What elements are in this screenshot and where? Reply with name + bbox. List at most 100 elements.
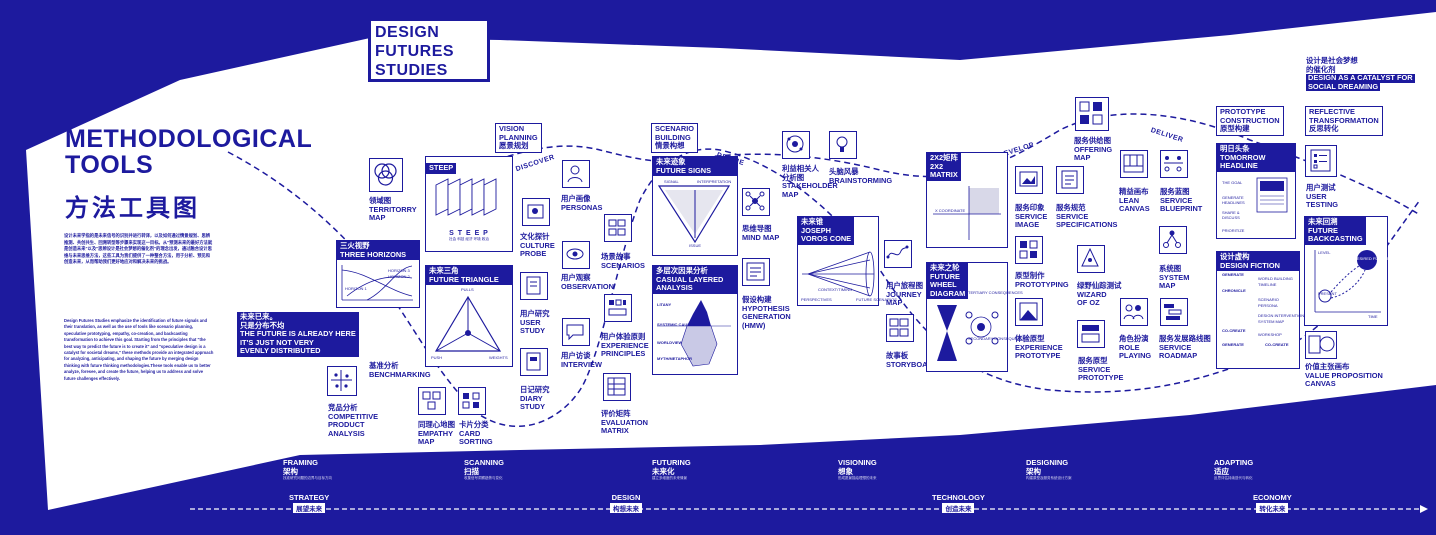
label-line: 三火视野 [340, 241, 370, 250]
voros-cone-card: 未来锥 JOSEPH VOROS CONE [797, 216, 879, 306]
label-line: PROTOTYPING [1015, 279, 1069, 289]
label-line: SCENARIO [655, 124, 695, 133]
stage-adapting: ADAPTING 适应 反思评估持续迭代与转化 [1214, 458, 1254, 481]
label-line: SERVICE [1056, 211, 1089, 221]
label-line: 反思转化 [1309, 124, 1339, 134]
wheel-secondary-label: SECONDARY CONSEQUENCES [968, 336, 1029, 341]
backcast-present-label: PRESENT [1318, 291, 1337, 296]
future-signs-header: 未来迹象 FUTURE SIGNS [653, 157, 737, 177]
steep-header: STEEP [426, 163, 457, 174]
future-wheel-header: 未来之轮 FUTURE WHEEL DIAGRAM [927, 263, 969, 300]
scenarios-icon [604, 214, 632, 242]
label-line: VOROS CONE [801, 234, 852, 244]
wizard-of-oz-label: 绿野仙踪测试 WIZARD OF OZ [1077, 281, 1122, 308]
iceberg-icon [657, 299, 731, 367]
timeline-strategy: STRATEGY 展望未来 [289, 493, 329, 513]
label-line: MIND MAP [742, 232, 780, 242]
page-title: METHODOLOGICAL TOOLS [65, 126, 312, 178]
label-line: SYSTEM [1159, 272, 1190, 282]
label-line: REFLECTIVE [1309, 107, 1355, 116]
newspaper-icon [1256, 177, 1288, 213]
label-line: BENCHMARKING [369, 369, 431, 379]
wheel-tertiary-label: TERTIARY CONSEQUENCES [968, 290, 1023, 295]
label-line: SERVICE [1015, 211, 1048, 221]
signs-signal-label: SIGNAL [664, 179, 679, 184]
label-line: MAP [1074, 153, 1091, 163]
service-spec-label: 服务规范 SERVICE SPECIFICATIONS [1056, 203, 1118, 230]
label-line: 绿野仙踪测试 [1077, 281, 1122, 290]
label-line: PROTOTYPE [1078, 373, 1124, 383]
scenario-building-tag: SCENARIO BUILDING 情景构想 [651, 123, 699, 153]
funnel-diagram-icon [657, 185, 731, 244]
service-prototype-label: 服务原型 SERVICE PROTOTYPE [1078, 356, 1124, 383]
label-line: 服务规范 [1056, 203, 1086, 212]
label-line: INTERVIEW [561, 359, 602, 369]
timeline-technology: TECHNOLOGY 创造未来 [932, 493, 985, 513]
stage-en: ADAPTING [1214, 458, 1254, 467]
label-line: 的催化剂 [1306, 64, 1336, 74]
label-line: EMPATHY [418, 428, 454, 438]
triangle-push-label: PUSH [431, 355, 443, 360]
stage-en: FUTURING [652, 458, 691, 467]
interview-icon [562, 318, 590, 346]
tomorrow-headline-header: 明日头条 TOMORROW HEADLINE [1217, 144, 1295, 172]
experience-principles-label: 用户体验原则 EXPERIENCE PRINCIPLES [601, 332, 649, 359]
service-spec-icon [1056, 166, 1084, 194]
design-fiction-card: 设计虚构 DESIGN FICTION [1216, 251, 1300, 369]
personas-label: 用户画像 PERSONAS [561, 194, 602, 212]
label-line: SERVICE [1159, 342, 1192, 352]
experience-prototype-label: 体验原型 EXPERIENCE PROTOTYPE [1015, 334, 1063, 361]
label-line: DESIGN AS A CATALYST FOR [1306, 73, 1415, 83]
label-line: PRINCIPLES [601, 349, 646, 359]
label-line: 场景故事 [601, 252, 631, 261]
label-line: EVALUATION [601, 417, 648, 427]
label-line: DESIGN FICTION [1220, 260, 1280, 270]
label-line: 价值主张画布 [1305, 362, 1350, 371]
label-line: MAP [418, 437, 435, 447]
wheel-diagram-icon [937, 304, 999, 361]
role-playing-label: 角色扮演 ROLE PLAYING [1119, 334, 1151, 361]
diary-study-label: 日记研究 DIARY STUDY [520, 385, 550, 412]
stage-en: SCANNING [464, 458, 505, 467]
evaluation-matrix-label: 评价矩阵 EVALUATION MATRIX [601, 409, 648, 436]
label-line: THE FUTURE IS ALREADY HERE [240, 329, 356, 339]
future-already-here-banner: 未来已来。 只是分布不均 THE FUTURE IS ALREADY HERE … [237, 312, 359, 357]
title-line: METHODOLOGICAL [65, 125, 313, 153]
user-study-icon [520, 272, 548, 300]
label-line: 原型构建 [1220, 124, 1250, 134]
stage-en: VISIONING [838, 458, 877, 467]
label-line: IT'S JUST NOT VERY [240, 337, 314, 347]
service-roadmap-icon [1160, 298, 1188, 326]
cone-perspectives-label: PERSPECTIVES [801, 297, 832, 302]
fiction-step-scenario: SCENARIO [1258, 297, 1279, 302]
label-line: SPECIFICATIONS [1056, 220, 1118, 230]
logo-line: DESIGN [375, 24, 440, 41]
label-line: CANVAS [1119, 204, 1150, 214]
fiction-step-persona: PERSONA [1258, 303, 1278, 308]
horizon-3-label: HORIZON 3 [388, 268, 410, 273]
service-prototype-icon [1077, 320, 1105, 348]
label-line: BRAINSTORMING [829, 175, 893, 185]
label-line: MAP [369, 213, 386, 223]
label-line: 用户体验原则 [601, 332, 646, 341]
label-line: STORYBOARD [886, 359, 939, 369]
label-line: 评价矩阵 [601, 409, 631, 418]
observation-icon [562, 241, 590, 269]
timeline-en: TECHNOLOGY [932, 493, 985, 502]
catalyst-quote: 设计是社会梦想 的催化剂 DESIGN AS A CATALYST FOR SO… [1306, 56, 1415, 92]
label-line: SERVICE [1078, 364, 1111, 374]
label-line: FUTURE [1308, 225, 1338, 235]
label-line: 未来已来。 [240, 312, 277, 321]
lean-canvas-icon [1120, 150, 1148, 178]
steep-subtitles: 社会 科技 经济 环境 政治 [449, 237, 489, 241]
label-line: IMAGE [1015, 220, 1040, 230]
service-roadmap-label: 服务发展路线图 SERVICE ROADMAP [1159, 334, 1211, 361]
label-line: OFFERING [1074, 144, 1113, 154]
label-line: 2X2矩阵 [930, 153, 958, 162]
tomorrow-headline-card: 明日头条 TOMORROW HEADLINE [1216, 143, 1296, 239]
label-line: 角色扮演 [1119, 334, 1149, 343]
headline-generate: GENERATE [1222, 195, 1244, 200]
cla-header: 多层次因果分析 CASUAL LAYERED ANALYSIS [653, 266, 737, 294]
label-line: 用户观察 [561, 273, 591, 282]
stage-desc: 建立多维度的未来情景 [652, 476, 687, 480]
